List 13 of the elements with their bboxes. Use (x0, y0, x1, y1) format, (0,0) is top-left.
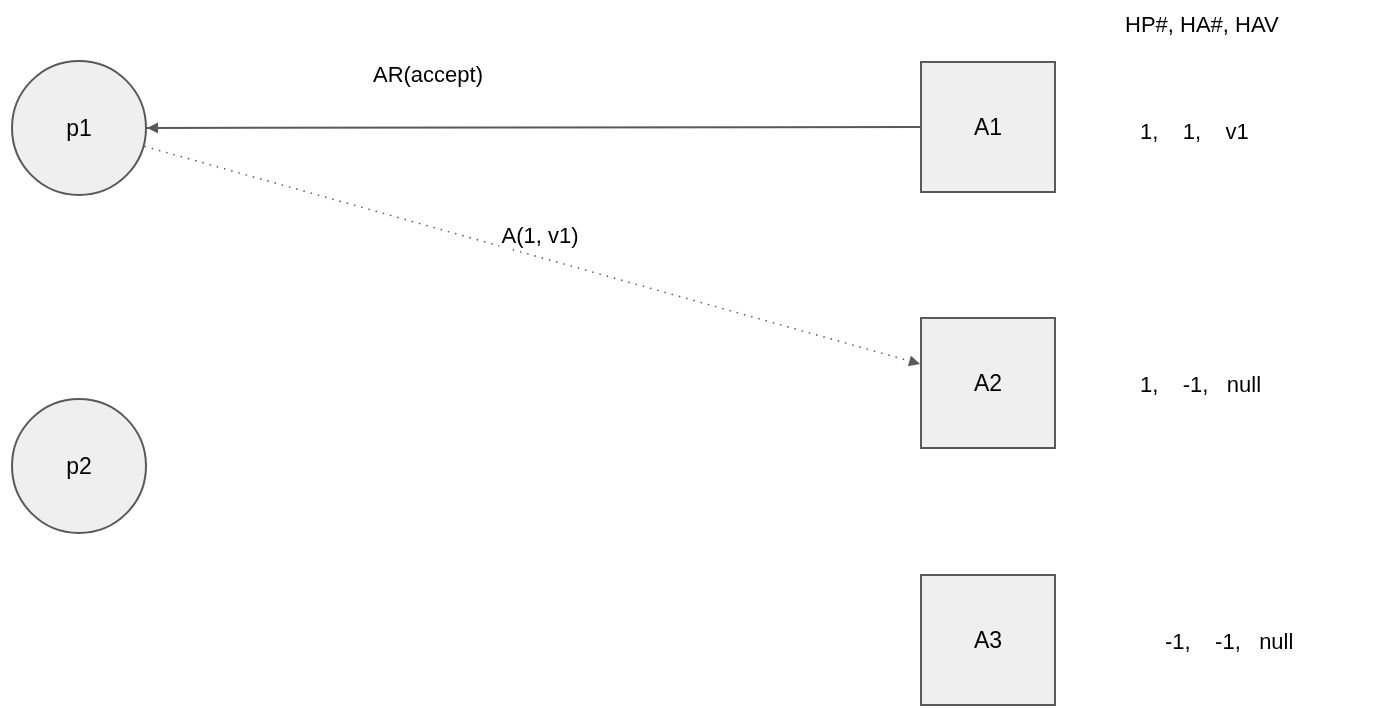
value-row: 1, 1, v1 (1140, 119, 1249, 145)
node-label: p2 (66, 452, 92, 480)
node-label: A1 (973, 113, 1003, 141)
node-label: p1 (66, 114, 92, 142)
node-label: A3 (973, 626, 1003, 654)
process-box (920, 574, 1056, 706)
column-header: HP#, HA#, HAV (1125, 12, 1279, 38)
arrow (146, 122, 921, 134)
value-row: 1, -1, null (1140, 372, 1262, 398)
process-box (920, 317, 1056, 449)
process-box (920, 61, 1056, 193)
value-row: -1, -1, null (1165, 629, 1294, 655)
node-label: A2 (973, 369, 1003, 397)
